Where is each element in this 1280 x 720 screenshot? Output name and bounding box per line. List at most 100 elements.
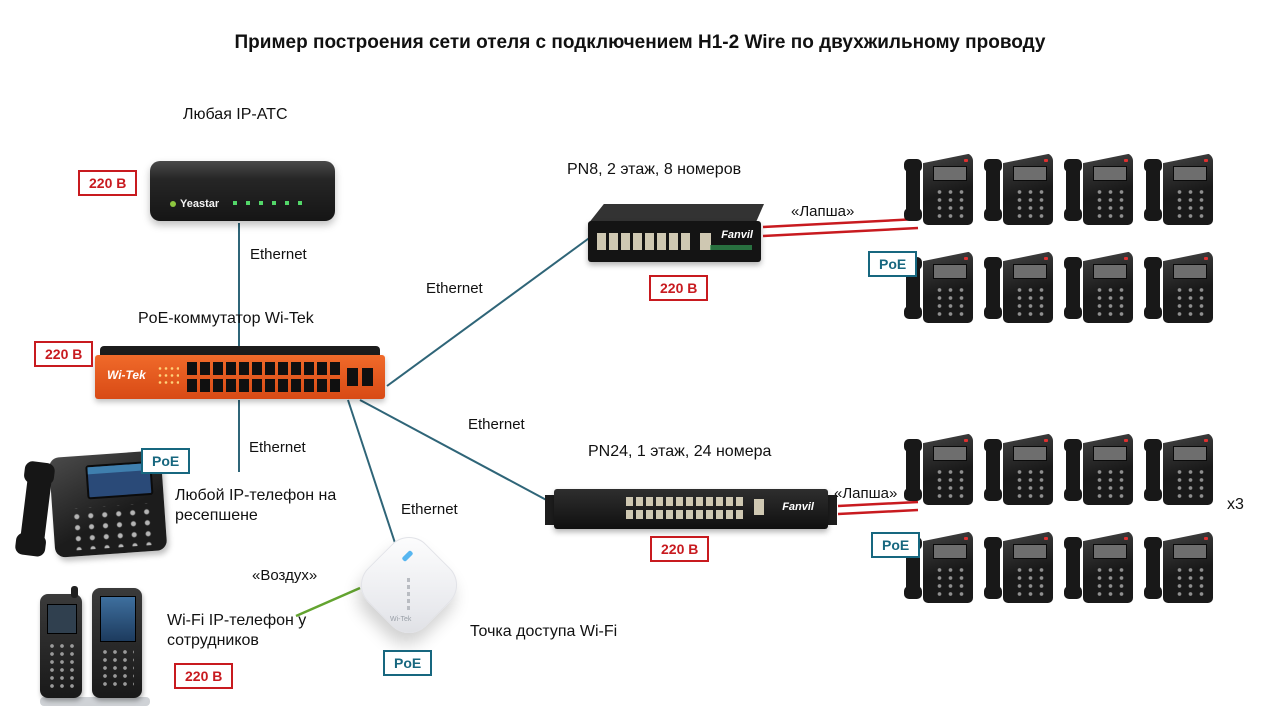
link-pn8-phones-wire-2 — [762, 226, 919, 238]
room-ip-phone — [984, 150, 1054, 232]
phone-body — [1083, 433, 1133, 505]
ip-pbx-device: Yeastar — [150, 161, 335, 221]
phone-keypad — [1172, 186, 1208, 218]
phone-screen — [933, 166, 967, 181]
power-badge-pbx: 220 В — [78, 170, 138, 197]
handset-screen — [47, 604, 77, 634]
phone-keypad — [932, 466, 968, 498]
phone-screen — [1013, 166, 1047, 181]
switch-led-block — [157, 365, 179, 387]
phone-keypad — [1012, 564, 1048, 596]
multiplier-label: x3 — [1227, 496, 1244, 513]
access-point-brand-logo: Wi-Tek — [390, 616, 412, 623]
phone-handset — [904, 159, 922, 221]
wifi-access-point-device: Wi-Tek — [351, 527, 467, 650]
phone-body — [1003, 531, 1053, 603]
room-ip-phone — [1064, 150, 1134, 232]
power-badge-pn8: 220 В — [649, 275, 709, 302]
link-ap-handsets-air — [295, 586, 361, 618]
poe-badge-reception: PoE — [141, 448, 191, 475]
poe-badge-pn24-phones: PoE — [871, 532, 921, 559]
phone-body — [1003, 433, 1053, 505]
phone-handset — [1144, 439, 1162, 501]
ethernet-label-pbx: Ethernet — [250, 246, 307, 263]
room-ip-phone — [1144, 528, 1214, 610]
access-point-label: Точка доступа Wi-Fi — [470, 623, 618, 640]
pn8-uplink-port — [700, 233, 711, 250]
phone-screen — [1093, 446, 1127, 461]
phone-handset — [1144, 537, 1162, 599]
room-ip-phone — [1064, 248, 1134, 330]
wifi-handset-small — [40, 586, 82, 698]
wifi-handsets-device — [40, 586, 155, 706]
access-point-vents — [407, 578, 410, 612]
phone-body — [923, 251, 973, 323]
phones-grid-floor1 — [904, 430, 1214, 610]
phone-body — [1003, 153, 1053, 225]
phone-handset — [1064, 439, 1082, 501]
phone-body — [1083, 531, 1133, 603]
phone-body — [923, 153, 973, 225]
phone-screen — [1013, 544, 1047, 559]
room-ip-phone — [1144, 248, 1214, 330]
switch-sfp-ports — [347, 368, 374, 386]
phone-body — [1083, 251, 1133, 323]
handset-keypad — [47, 642, 77, 688]
pn24-ports-row1 — [626, 497, 746, 506]
switch-top-panel — [100, 346, 380, 357]
power-badge-pn24: 220 В — [650, 536, 710, 563]
phone-keypad — [1012, 284, 1048, 316]
pn24-ports-row2 — [626, 510, 746, 519]
phone-keypad — [1092, 284, 1128, 316]
room-ip-phone — [984, 528, 1054, 610]
ethernet-label-pn8: Ethernet — [426, 280, 483, 297]
phone-keypad — [1012, 466, 1048, 498]
pn24-label: PN24, 1 этаж, 24 номера — [588, 443, 772, 460]
phone-keypad — [932, 564, 968, 596]
pn8-front-panel: Fanvil — [588, 221, 761, 262]
phone-handset — [1064, 257, 1082, 319]
switch-front-panel: Wi-Tek — [95, 355, 385, 399]
two-wire-label-pn8: «Лапша» — [791, 203, 855, 220]
room-ip-phone — [1064, 430, 1134, 512]
phone-keypad — [1172, 564, 1208, 596]
link-switch-ap — [347, 399, 397, 547]
poe-badge-ap: PoE — [383, 650, 433, 677]
switch-ports-row2 — [187, 379, 343, 392]
phone-keypad — [1172, 284, 1208, 316]
pn24-brand-logo: Fanvil — [782, 501, 814, 513]
phone-keypad — [1172, 466, 1208, 498]
phone-keypad — [1092, 466, 1128, 498]
pn24-front-panel: Fanvil — [554, 489, 828, 529]
pn8-label: PN8, 2 этаж, 8 номеров — [567, 161, 742, 178]
pbx-chassis — [150, 161, 335, 221]
phone-keypad — [932, 284, 968, 316]
phone-screen — [1093, 544, 1127, 559]
pn8-brand-logo: Fanvil — [721, 229, 753, 241]
pbx-label: Любая IP-АТС — [183, 106, 288, 123]
handset-keypad — [100, 648, 134, 690]
reception-phone-handset — [18, 464, 54, 554]
power-badge-handsets: 220 В — [174, 663, 234, 690]
switch-brand-logo: Wi-Tek — [107, 368, 146, 382]
room-ip-phone — [984, 248, 1054, 330]
phone-screen — [1173, 544, 1207, 559]
phones-grid-floor2 — [904, 150, 1214, 330]
phone-screen — [1173, 446, 1207, 461]
phone-handset — [1144, 257, 1162, 319]
phone-screen — [1093, 166, 1127, 181]
phone-body — [923, 531, 973, 603]
two-wire-label-pn24: «Лапша» — [834, 485, 898, 502]
diagram-title: Пример построения сети отеля с подключен… — [234, 32, 1046, 53]
pn24-rack-ear-right — [827, 495, 837, 525]
phone-body — [1083, 153, 1133, 225]
room-ip-phone — [904, 150, 974, 232]
core-switch-label: PoE-коммутатор Wi-Tek — [138, 310, 314, 327]
ethernet-label-ap: Ethernet — [401, 501, 458, 518]
link-switch-pn8 — [386, 235, 593, 387]
room-ip-phone — [904, 430, 974, 512]
pn8-ports — [597, 233, 693, 250]
phone-screen — [933, 544, 967, 559]
